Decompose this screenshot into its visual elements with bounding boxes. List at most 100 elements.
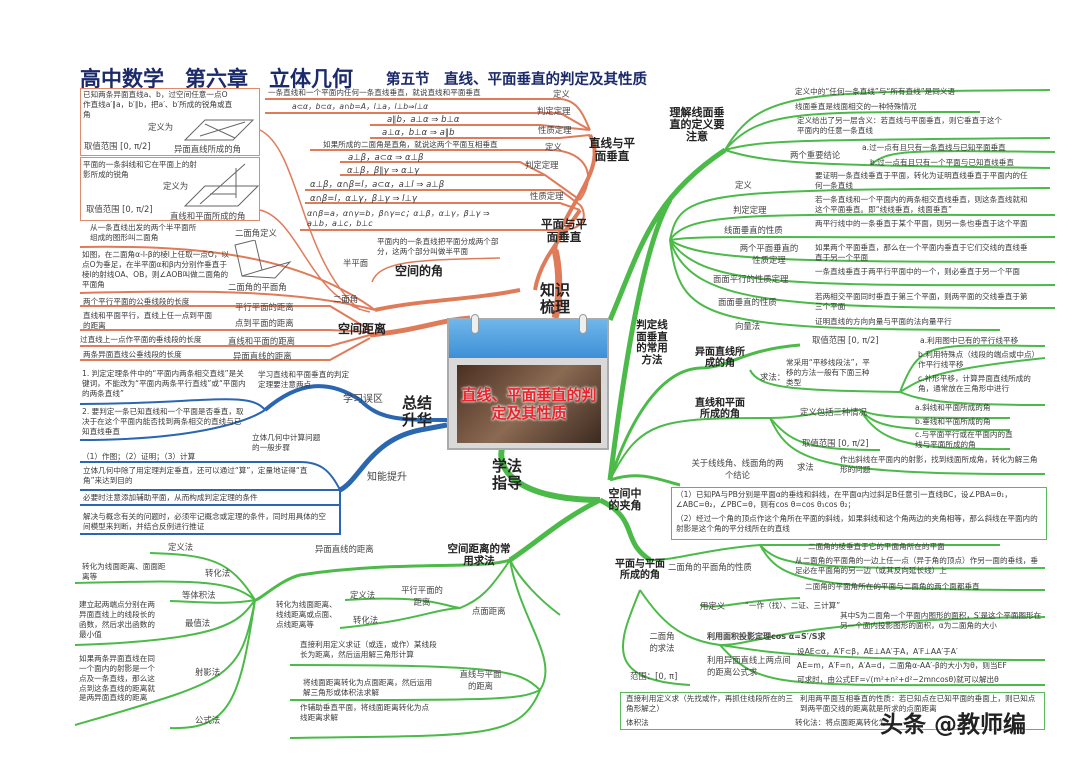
section-title: 第五节 直线、平面垂直的判定及其性质 [386, 72, 647, 88]
skew-method-b: b.利用特殊点（线段的端点或中点）作平行线平移 [918, 350, 1040, 369]
conclusion-1: （1）已知PA与PB分别是平面α的垂线和斜线，在平面α内过斜足B任意引一直线BC… [676, 490, 1012, 509]
skew-angle-find-desc: 常采用“平移线段法”，平移的方法一般有下面三种类型 [786, 358, 870, 387]
lp-case-b: b.垂线和平面所成的角 [915, 417, 991, 426]
pp-perp-tag: 性质定理 [530, 191, 564, 201]
lp-case-c: c.与平面平行或在平面内的直线与平面所成的角 [915, 430, 1013, 449]
calendar-ring-icon [579, 314, 587, 334]
lp-perp-prop1: a∥b，a⊥α ⇒ b⊥α [387, 115, 460, 125]
skill-3: 解决与概念有关的问题时，必须牢记概念或定理的条件，同时用具体的空间模型来判断，并… [83, 512, 326, 531]
distance-name: 点到平面的距离 [235, 318, 294, 328]
dihedral-figure [234, 240, 292, 279]
space-distance-node[interactable]: 空间距离 [338, 322, 387, 336]
skew-angle-node[interactable]: 异面直线所成的角 [695, 347, 745, 369]
pp-perp-prop3: α∩β=a，α∩γ=b，β∩γ=c；α⊥β，α⊥γ，β⊥γ ⇒ a⊥b，a⊥c，… [307, 209, 490, 229]
distance-name: 平行平面的距离 [235, 302, 294, 312]
method-node[interactable]: 学法指导 [491, 457, 522, 492]
space-angle-method-node[interactable]: 空间中的夹角 [608, 487, 642, 513]
understand-def-node[interactable]: 理解线面垂直的定义要注意 [669, 106, 725, 144]
plane-plane-angle-node[interactable]: 平面与平面所成的角 [615, 559, 665, 581]
watermark: 头条 @教师编 [880, 712, 1027, 738]
method-extremum: 最值法 [185, 618, 211, 628]
pitfall-node[interactable]: 学习误区 [343, 394, 383, 405]
method-def: 定义法 [168, 542, 194, 552]
pp-perp-judge1: a⊥β，a⊂α ⇒ α⊥β [348, 153, 424, 163]
judge-key: 向量法 [735, 321, 761, 331]
calendar-ring-icon [471, 314, 479, 334]
lp-perp-prop2: a⊥α，b⊥α ⇒ a∥b [382, 128, 455, 138]
judge-key: 两个平面垂直的性质定理 [739, 243, 799, 265]
two-conclusions-node[interactable]: 关于线线角、线面角的两个结论 [691, 458, 784, 480]
dihedral-methods-node[interactable]: 二面角的求法 [649, 631, 675, 653]
distance-def: 两个平行平面的公垂线段的长度 [83, 297, 190, 306]
conclusion-2: （2）经过一个角的顶点作这个角所在平面的斜线，如果斜线和这个角两边的夹角相等，那… [676, 514, 1038, 533]
judge-value: 若两相交平面同时垂直于第三个平面，则两平面的交线垂直于第三个平面 [815, 292, 1028, 311]
lp-perp-tag: 性质定理 [538, 125, 572, 135]
line-plane-angle-node[interactable]: 直线和平面所成的角 [695, 398, 745, 420]
skew-lines-figure [183, 119, 255, 141]
dihedral-distance-3: 可求时，由公式EF=√(m²+n²+d²−2mncosθ)就可以解出θ [797, 675, 999, 684]
distance-name: 异面直线的距离 [233, 351, 292, 361]
method-conv: 转化法 [205, 568, 231, 578]
dihedral-prop-2: 从二面角的平面角的一边上任一点（异于角的顶点）作另一面的垂线，垂足必在平面角的另… [795, 556, 1038, 575]
pitfall-1: 1. 判定定理条件中的“平面内两条相交直线”是关键词，不能改为“平面内两条平行直… [82, 369, 246, 398]
dihedral-range: 范围：[0, π] [630, 671, 678, 681]
method-projection: 射影法 [195, 667, 221, 677]
steps-heading: 立体几何中计算问题的一般步骤 [252, 433, 321, 452]
lp-angle-range: 取值范围 [0, π/2] [802, 438, 869, 448]
skew-angle-name: 异面直线所成的角 [174, 144, 241, 154]
skew-method-a: a.利用图中已有的平行线平移 [920, 336, 1019, 345]
point-plane-method-b: 利用两平面互相垂直的性质：若已知点在已知平面的垂面上，则已知点到两平面交线的距离… [800, 694, 1036, 713]
skew-angle-def: 已知两条异面直线a、b，过空间任意一点O作直线a′∥a，b′∥b，把a′、b′所… [83, 90, 233, 119]
plane-plane-perp-node[interactable]: 平面与平面垂直 [541, 217, 587, 244]
skew-distance-node[interactable]: 异面直线的距离 [315, 544, 374, 554]
dihedral-label: 二面角 [333, 294, 359, 304]
pitfall-2: 2. 要判定一条已知直线和一个平面是否垂直，取决于在这个平面内能否找到两条相交的… [82, 407, 244, 436]
method-projection-desc: 如果两条异面直线在同一个面内的射影是一个点及一条直线，那么这点到这条直线的距离就… [79, 654, 155, 703]
pp-perp-tag: 判定定理 [525, 160, 559, 170]
judge-value: 两平行线中的一条垂直于某个平面，则另一条也垂直于这个平面 [815, 219, 1028, 228]
dihedral-by-def-steps: “一作（找）、二证、三计算” [745, 601, 841, 610]
skew-range: 取值范围 [0, π/2] [84, 141, 151, 151]
knowledge-node[interactable]: 知识梳理 [539, 281, 570, 316]
dihedral-def-label: 二面角定义 [235, 228, 277, 238]
pp-conv-method: 转化法 [353, 615, 379, 625]
judge-value: 要证明一条直线垂直于平面，转化为证明直线垂直于平面内的任何一条直线 [815, 171, 1028, 190]
line-plane-perp-node[interactable]: 直线与平面垂直 [589, 136, 635, 163]
distance-methods-node[interactable]: 空间距离的常用求法 [447, 543, 511, 567]
distance-def: 两条异面直线公垂线段的长度 [83, 350, 182, 359]
skew-method-c: c.补形平移，计算异面直线所成的角，通常放在三角形中进行 [918, 374, 1031, 393]
summary-node[interactable]: 总结升华 [401, 394, 432, 429]
distance-def: 过直线上一点作平面的垂线段的长度 [80, 335, 202, 344]
judge-key: 面面垂直的性质 [718, 297, 777, 307]
lp-angle-find-desc: 作出斜线在平面内的射影，找到线面所成角，转化为解三角形的问题 [840, 455, 1038, 474]
understand-1: 定义中的“任何一条直线”与“所有直线”是同义语 [795, 87, 956, 96]
dihedral-prop-3: 二面角的平面角所在的平面与二面角的两个面都垂直 [805, 582, 980, 591]
lp-angle-def: 定义包括三种情况 [800, 407, 867, 417]
lp-angle-name: 直线和平面所成的角 [170, 211, 246, 221]
half-plane-label: 半平面 [343, 258, 369, 268]
judge-value: 证明直线的方向向量与平面的法向量平行 [815, 317, 952, 326]
dihedral-prop-node: 二面角的平面角的性质 [668, 562, 752, 572]
skill-2: 必要时注意添加辅助平面，从而构成判定定理的条件 [83, 493, 258, 502]
point-plane-method-a: 直接利用定义求（先找或作，再抓住线段所在的三角形解之） [626, 694, 794, 713]
dihedral-by-def: 用定义 [700, 601, 726, 611]
understand-3: 定义给出了另一层含义：若直线与平面垂直，则它垂直于这个平面内的任意一条直线 [797, 116, 1003, 135]
pp-perp-prop2: α∩β=l，α⊥γ，β⊥γ ⇒ l⊥γ [310, 194, 417, 204]
dihedral-area-desc: 其中S为二面角一个平面内图形的面积，S′是这个平面图形在另一个面内投影图形的面积… [840, 611, 1042, 630]
lp-perp-tag: 判定定理 [537, 106, 571, 116]
judge-key: 面面平行的性质定理 [713, 274, 789, 284]
two-conclusions: 两个重要结论 [790, 150, 841, 160]
line-plane-angle-def: 平面的一条斜线和它在平面上的射影所成的锐角 [83, 160, 197, 179]
point-plane-distance-node[interactable]: 点面距离 [472, 606, 506, 616]
space-angle-node[interactable]: 空间的角 [395, 264, 444, 278]
steps-text: （1）作图；（2）证明；（3）计算 [82, 452, 196, 461]
pitfall-heading: 学习直线和平面垂直的判定定理要注意两点 [258, 370, 350, 389]
point-plane-method-d: 转化法：将点面距离转化为 [795, 718, 887, 727]
skill-node[interactable]: 知能提升 [367, 472, 407, 483]
method-volume: 等体积法 [182, 590, 216, 600]
parallel-plane-distance-node[interactable]: 平行平面的距离 [401, 585, 443, 607]
pp-perp-def: 如果所成的二面角是直角，就说这两个平面互相垂直 [323, 140, 498, 149]
judge-methods-node[interactable]: 判定线面垂直的常用方法 [636, 319, 668, 366]
line-plane-distance-node[interactable]: 直线与平面的距离 [459, 669, 502, 691]
